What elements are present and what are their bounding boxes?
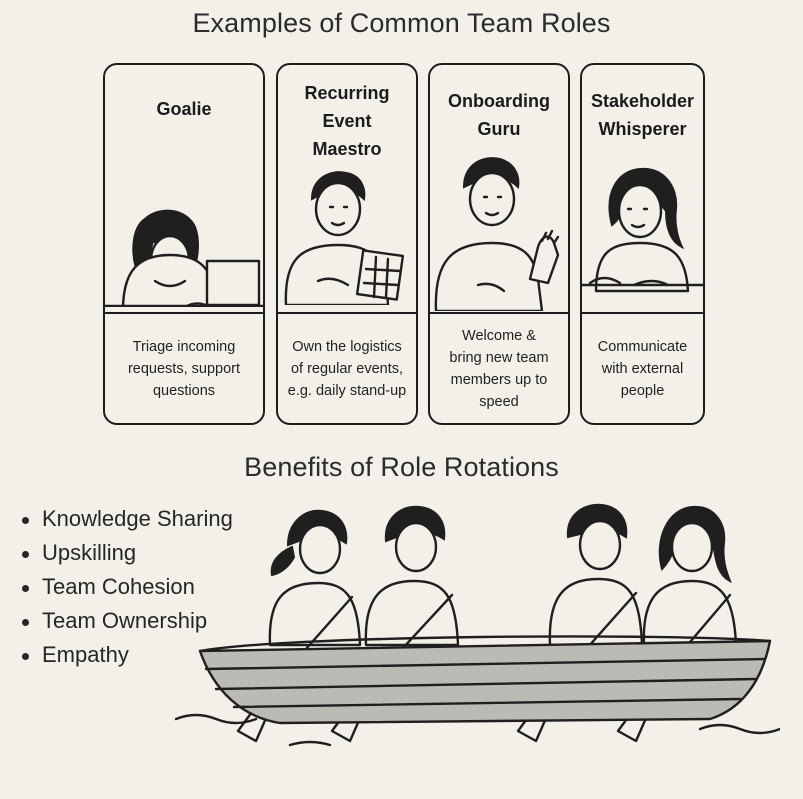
role-name: Stakeholder Whisperer: [590, 91, 695, 139]
benefit-item: Knowledge Sharing: [18, 502, 233, 536]
role-name: Goalie: [156, 99, 212, 119]
benefit-item: Team Cohesion: [18, 570, 233, 604]
role-name: Recurring Event Maestro: [304, 83, 390, 159]
role-description: Triage incoming requests, support questi…: [105, 312, 263, 423]
benefit-item: Empathy: [18, 638, 233, 672]
person-at-laptop-illustration: [105, 209, 263, 307]
benefit-item: Upskilling: [18, 536, 233, 570]
person-with-calendar-illustration: [284, 171, 405, 305]
role-description: Own the logistics of regular events, e.g…: [278, 312, 416, 423]
role-name: Onboarding Guru: [448, 91, 550, 139]
benefits-title: Benefits of Role Rotations: [244, 452, 559, 482]
rowing-boat-illustration: [174, 503, 780, 747]
role-card-stakeholder-whisperer: Stakeholder Whisperer Communicate with e…: [580, 63, 705, 425]
benefits-list: Knowledge Sharing Upskilling Team Cohesi…: [18, 502, 233, 672]
rower-3: [548, 503, 644, 647]
role-card-goalie: Goalie Triage incoming requests, support…: [103, 63, 265, 425]
role-description: Communicate with external people: [582, 312, 703, 423]
person-waving-illustration: [434, 157, 560, 311]
rower-1: [268, 509, 362, 647]
role-card-recurring-event-maestro: Recurring Event Maestro Own the logistic…: [276, 63, 418, 425]
role-description: Welcome & bring new team members up to s…: [430, 312, 568, 423]
benefit-item: Team Ownership: [18, 604, 233, 638]
role-card-onboarding-guru: Onboarding Guru Welcome & bring new team…: [428, 63, 570, 425]
rower-4: [642, 505, 738, 647]
rower-2: [364, 505, 460, 647]
person-talking-illustration: [582, 167, 703, 293]
roles-title: Examples of Common Team Roles: [192, 8, 611, 38]
